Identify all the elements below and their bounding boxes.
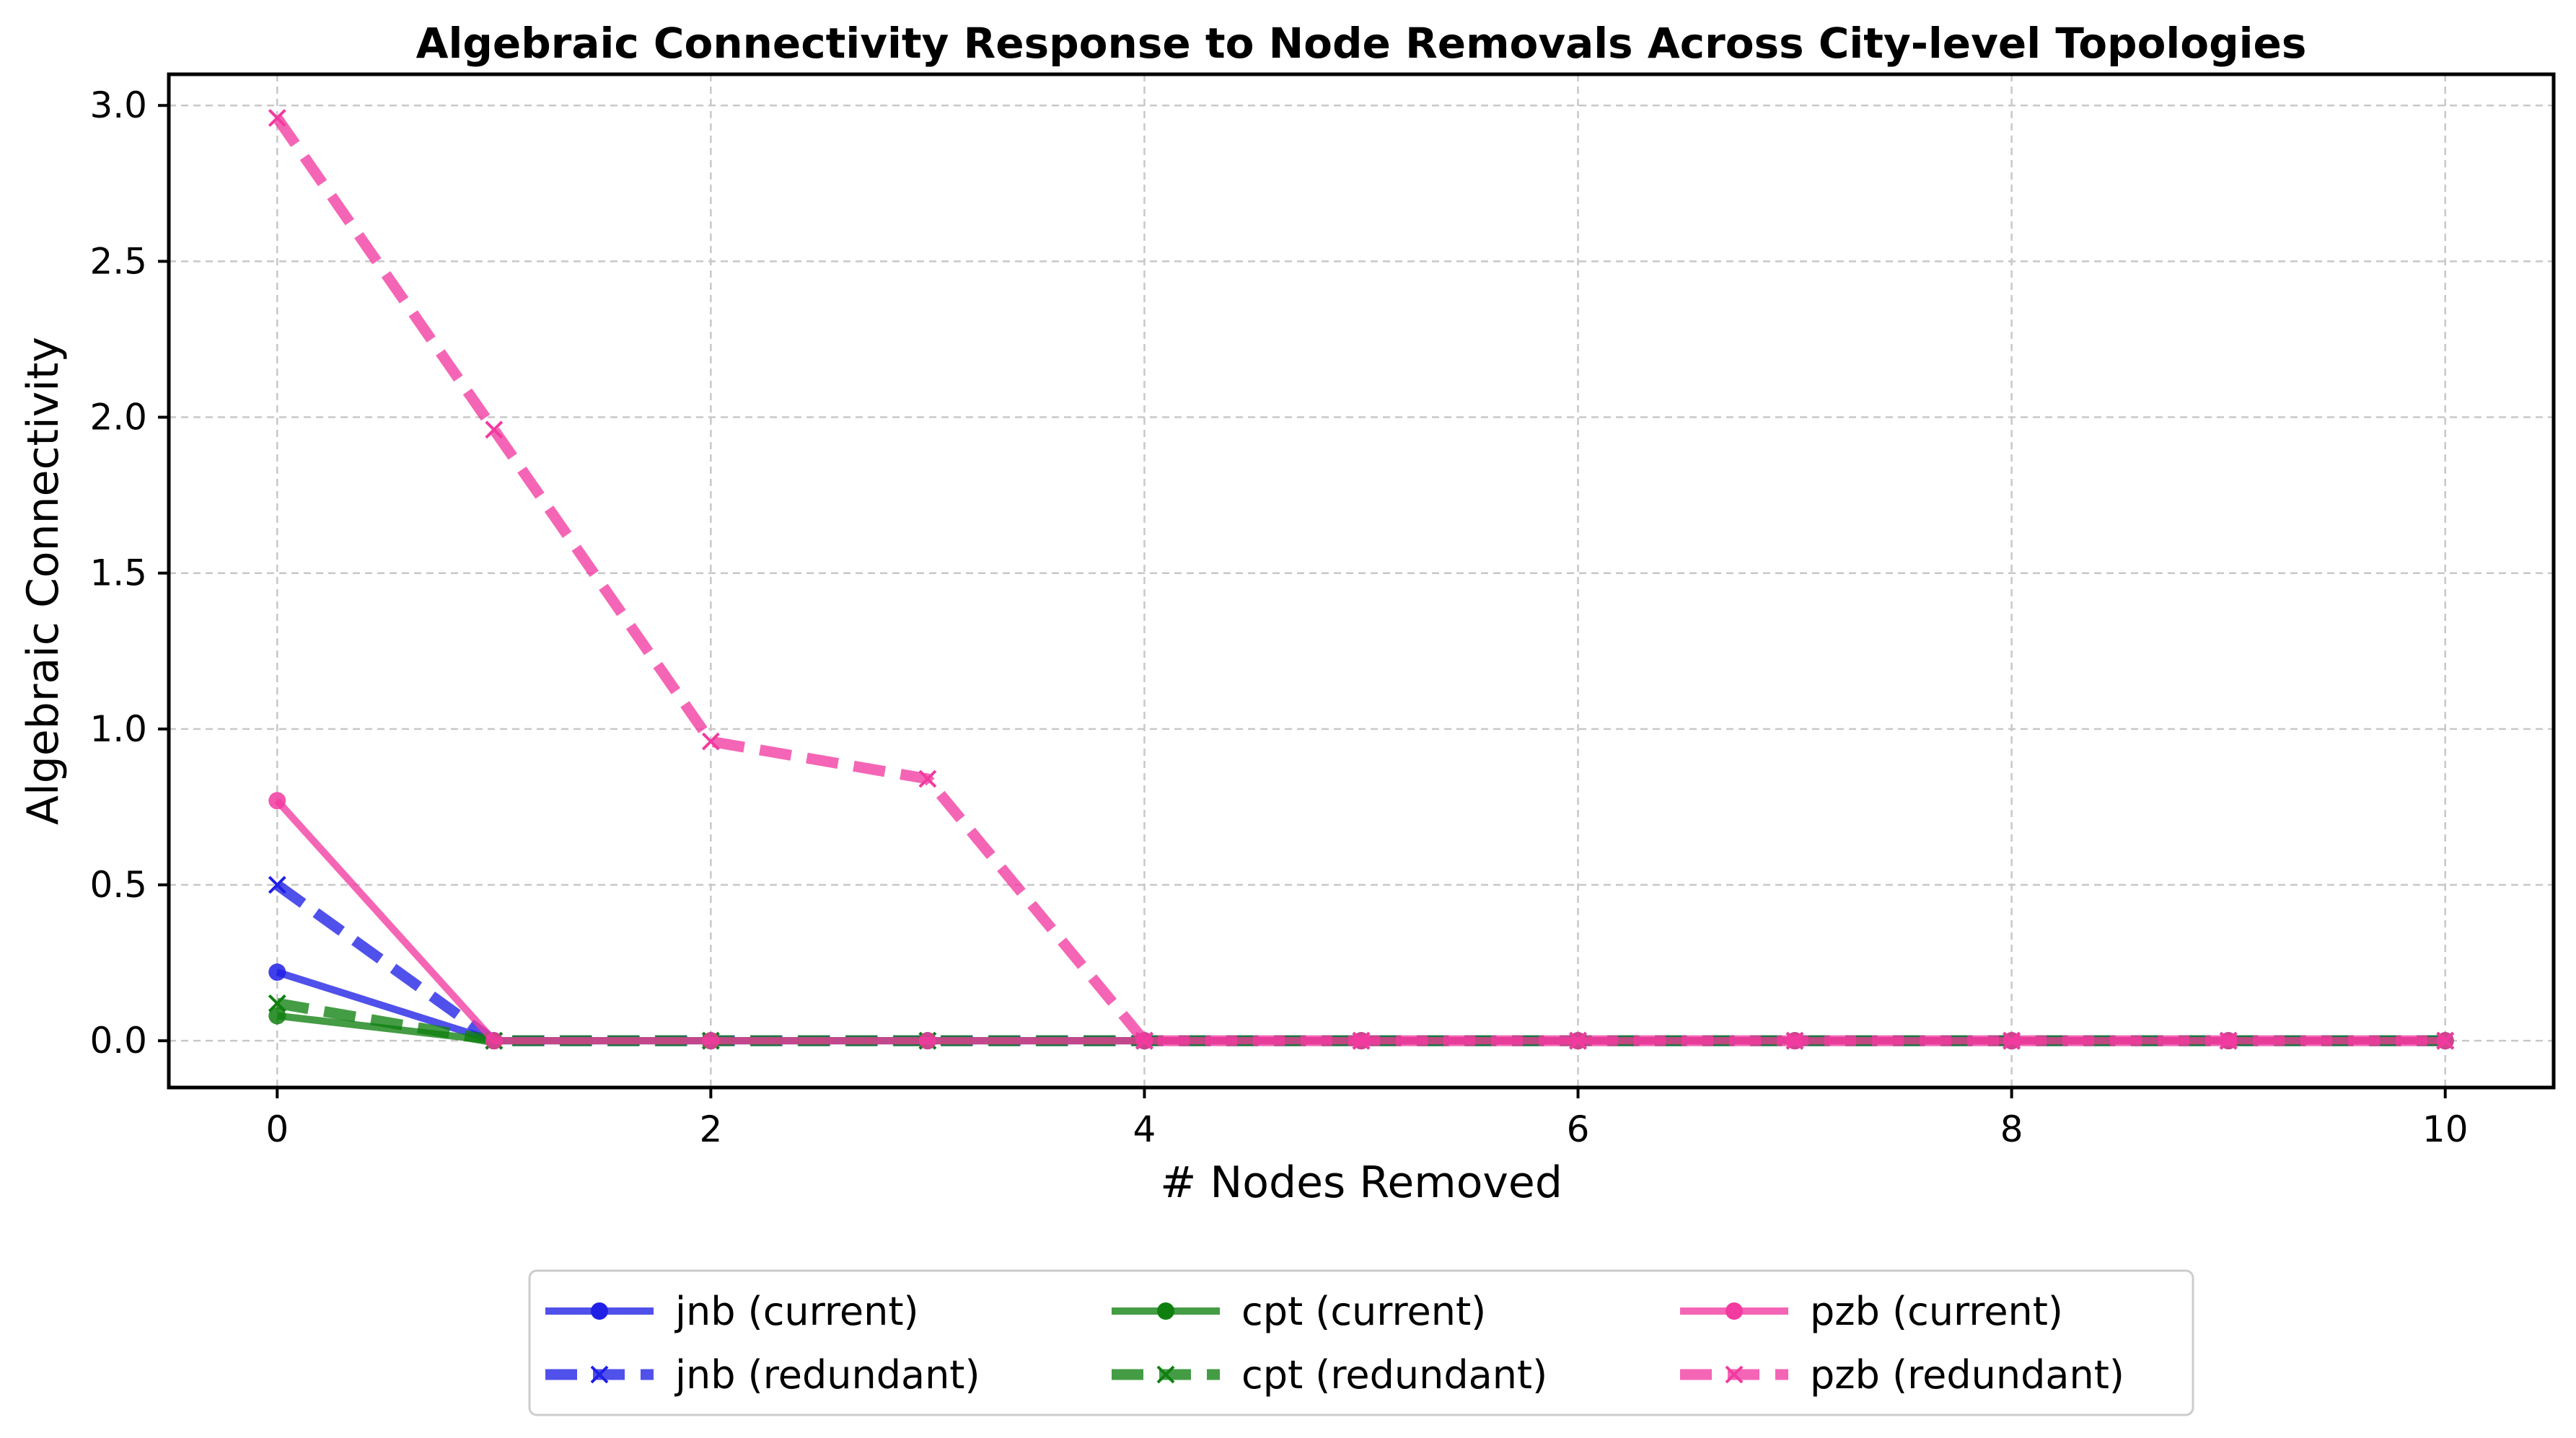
- data-point: [918, 1032, 936, 1050]
- data-point: [1352, 1031, 1371, 1050]
- legend-marker: [1726, 1302, 1743, 1320]
- chart-title: Algebraic Connectivity Response to Node …: [416, 19, 2307, 68]
- y-tick-label: 1.5: [89, 552, 147, 594]
- data-point: [485, 1032, 503, 1050]
- legend-label: cpt (current): [1241, 1289, 1486, 1334]
- series-layer: [268, 109, 2455, 1050]
- data-point: [268, 875, 286, 894]
- marker-stroke: [1135, 1031, 1153, 1050]
- y-tick-label: 0.0: [89, 1020, 147, 1062]
- marker-stroke: [1569, 1031, 1587, 1050]
- data-point: [268, 109, 286, 127]
- legend-marker: [591, 1302, 608, 1320]
- data-point: [2219, 1031, 2238, 1050]
- marker-stroke: [918, 769, 937, 788]
- legend-item: cpt (current): [1112, 1289, 1486, 1334]
- marker-stroke: [2436, 1031, 2455, 1050]
- y-tick-label: 1.0: [89, 708, 147, 750]
- legend-item: pzb (redundant): [1680, 1352, 2124, 1398]
- legend-label: cpt (redundant): [1241, 1352, 1547, 1398]
- data-point: [2436, 1031, 2455, 1050]
- y-tick-label: 2.0: [89, 397, 147, 438]
- marker-stroke: [701, 732, 720, 751]
- legend-label: pzb (current): [1810, 1289, 2063, 1334]
- marker-stroke: [2219, 1031, 2238, 1050]
- x-tick-label: 10: [2422, 1108, 2469, 1150]
- y-tick-label: 2.5: [89, 240, 147, 282]
- x-tick-label: 4: [1133, 1108, 1156, 1150]
- y-tick-label: 0.5: [89, 864, 147, 906]
- data-point: [918, 769, 937, 788]
- data-point: [702, 1032, 720, 1050]
- legend-marker: [590, 1365, 609, 1384]
- x-axis-label: # Nodes Removed: [1160, 1157, 1562, 1208]
- legend: jnb (current) jnb (redundant) cpt (current…: [528, 1269, 2194, 1416]
- marker-stroke: [268, 875, 286, 894]
- data-point: [2003, 1031, 2021, 1050]
- data-point: [485, 420, 504, 439]
- x-tick-label: 6: [1567, 1108, 1590, 1150]
- legend-item: pzb (current): [1680, 1289, 2063, 1334]
- x-tick-label: 0: [265, 1108, 289, 1150]
- marker-stroke: [268, 994, 286, 1013]
- legend-label: jnb (redundant): [674, 1352, 980, 1398]
- data-point: [268, 1007, 286, 1025]
- legend-marker: [1156, 1365, 1175, 1384]
- data-point: [268, 994, 286, 1013]
- legend-marker: [1157, 1302, 1174, 1320]
- legend-label: pzb (redundant): [1810, 1352, 2124, 1398]
- marker-stroke: [1785, 1031, 1804, 1050]
- legend-item: cpt (redundant): [1112, 1352, 1547, 1398]
- x-tick-label: 8: [2000, 1108, 2023, 1150]
- data-point: [1135, 1031, 1153, 1050]
- y-tick-label: 3.0: [89, 84, 147, 126]
- legend-item: jnb (current): [545, 1289, 919, 1334]
- data-point: [701, 732, 720, 751]
- marker-stroke: [268, 109, 286, 127]
- axis-ticks: 0 2 4 6 8 10 0.0 0.5 1.0 1.5 2.0 2.5 3.0: [89, 84, 2468, 1150]
- legend-marker: [1725, 1365, 1744, 1384]
- data-point: [1785, 1031, 1804, 1050]
- y-axis-label: Algebraic Connectivity: [18, 337, 69, 825]
- legend-item: jnb (redundant): [545, 1352, 980, 1398]
- series-pzb-redundant-: [268, 109, 2455, 1050]
- data-point: [268, 963, 286, 982]
- plot-frame: [167, 72, 2556, 1090]
- x-tick-label: 2: [699, 1108, 722, 1150]
- marker-stroke: [485, 420, 504, 439]
- marker-stroke: [2003, 1031, 2021, 1050]
- legend-label: jnb (current): [674, 1289, 919, 1334]
- data-point: [1569, 1031, 1587, 1050]
- data-point: [268, 792, 286, 810]
- marker-stroke: [1352, 1031, 1371, 1050]
